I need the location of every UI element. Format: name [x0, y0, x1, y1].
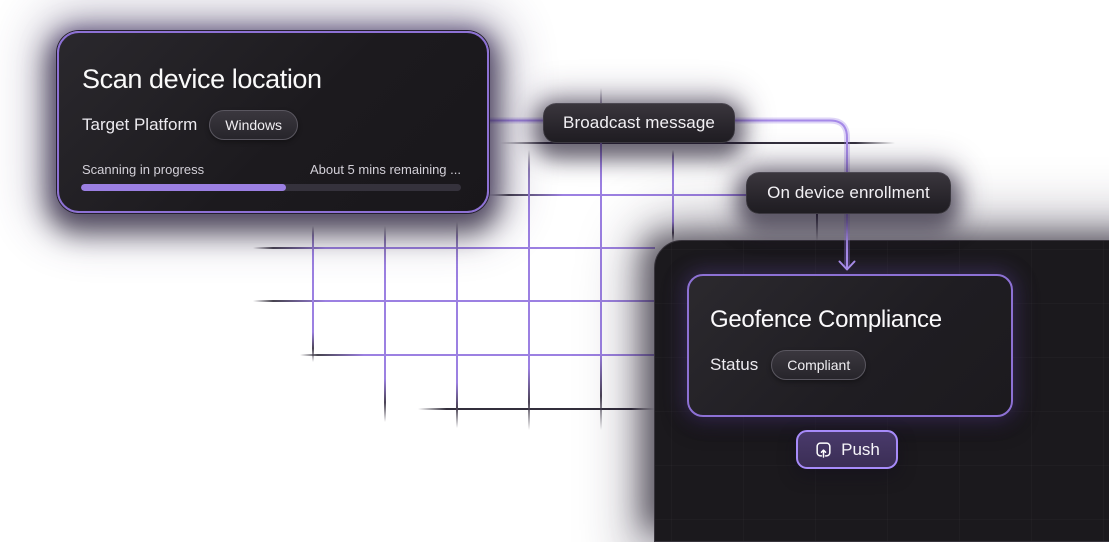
- broadcast-message-label: Broadcast message: [563, 113, 715, 132]
- platform-badge: Windows: [209, 110, 299, 140]
- target-platform-label: Target Platform: [82, 115, 198, 134]
- scan-device-card: Scan device location Target Platform Win…: [57, 31, 489, 213]
- on-device-enrollment-label: On device enrollment: [767, 183, 930, 202]
- canvas: { "colors": { "accent_border": "#8d71d5"…: [57, 31, 1109, 542]
- progress-label-row: Scanning in progress About 5 mins remain…: [82, 162, 461, 177]
- on-device-enrollment-node[interactable]: On device enrollment: [746, 172, 951, 214]
- geofence-card-title: Geofence Compliance: [710, 306, 942, 333]
- status-label: Status: [710, 355, 759, 374]
- device-panel: Geofence Compliance Status Compliant Pus…: [654, 240, 1109, 542]
- push-button[interactable]: Push: [796, 430, 898, 469]
- progress-status-text: Scanning in progress: [82, 162, 205, 177]
- progress-eta-text: About 5 mins remaining ...: [309, 162, 461, 177]
- progress-fill: [81, 184, 287, 191]
- push-icon: [814, 440, 833, 459]
- progress-bar: [81, 184, 461, 191]
- target-platform-row: Target Platform Windows: [82, 110, 299, 140]
- geofence-status-row: Status Compliant: [710, 350, 867, 380]
- push-button-label: Push: [841, 439, 880, 459]
- status-badge: Compliant: [771, 350, 867, 380]
- geofence-compliance-card: Geofence Compliance Status Compliant: [687, 274, 1013, 417]
- scan-card-title: Scan device location: [82, 64, 322, 94]
- broadcast-message-node[interactable]: Broadcast message: [543, 103, 735, 143]
